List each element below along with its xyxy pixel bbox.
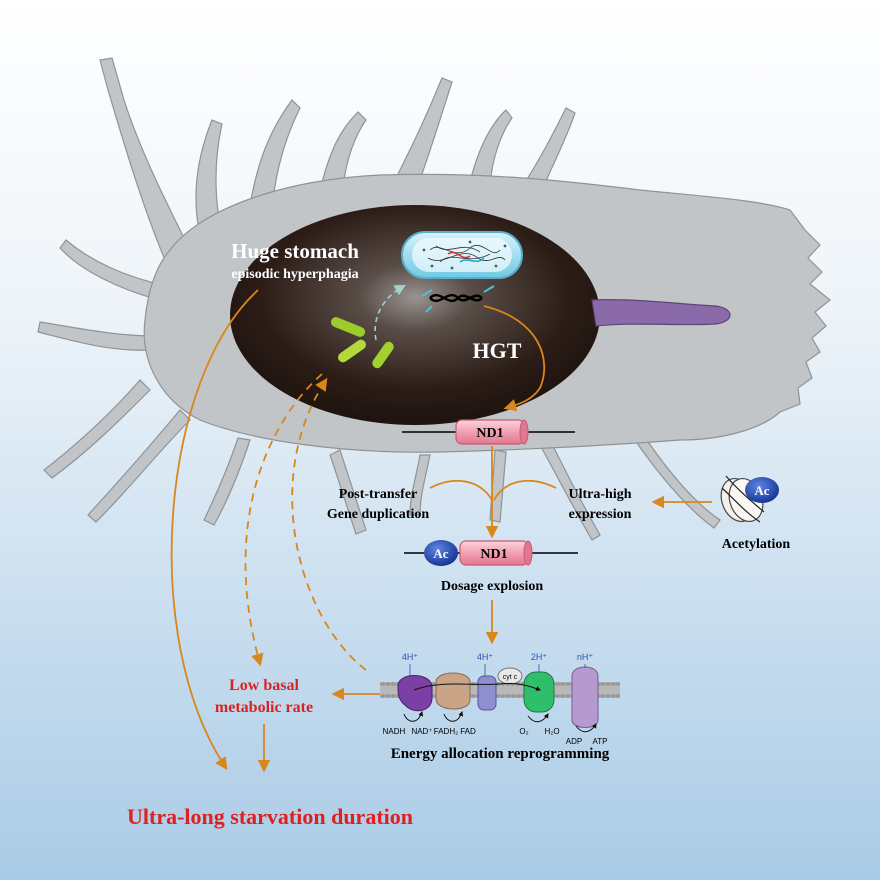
lipid-bead <box>566 694 570 698</box>
acetylation-label: Acetylation <box>722 537 791 552</box>
lipid-bead <box>616 694 620 698</box>
proton-label-4: nH⁺ <box>577 652 594 662</box>
complex-iv <box>523 671 555 713</box>
ultra-high-line1: Ultra-high <box>569 487 632 502</box>
nd1-gene-top: ND1 <box>455 419 529 445</box>
fadh2-arrow <box>443 711 464 722</box>
bacterium-icon <box>401 231 523 279</box>
hgt-label: HGT <box>473 338 522 363</box>
dosage-label: Dosage explosion <box>441 579 544 594</box>
nad-label: NAD⁺ <box>411 727 432 736</box>
proton-label-2: 4H⁺ <box>477 652 494 662</box>
lipid-bead <box>561 694 565 698</box>
lipid-bead <box>386 682 390 686</box>
complex-i <box>397 675 433 712</box>
adp-arrow <box>575 723 597 733</box>
gut-bacteria-icon <box>330 317 394 369</box>
proboscis <box>591 299 731 327</box>
lipid-bead <box>381 694 385 698</box>
lipid-bead <box>606 694 610 698</box>
lipid-bead <box>566 682 570 686</box>
complex-ii <box>435 672 471 710</box>
ultra-long-label: Ultra-long starvation duration <box>127 804 413 829</box>
lipid-bead <box>391 694 395 698</box>
lipid-bead <box>506 694 510 698</box>
stomach-title: Huge stomach <box>231 239 359 263</box>
proton-label-1: 4H⁺ <box>402 652 419 662</box>
nd1-gene-bottom: ND1 <box>459 540 533 566</box>
lipid-bead <box>611 694 615 698</box>
h2o-label: H₂O <box>544 727 559 736</box>
lipid-bead <box>391 682 395 686</box>
lipid-bead <box>516 694 520 698</box>
lipid-bead <box>381 682 385 686</box>
dna-fragment-icon <box>421 285 495 313</box>
atp-label: ATP <box>593 737 608 746</box>
bacteria-to-lbmr-arrow <box>244 373 323 667</box>
ultra-high-line2: expression <box>569 507 632 522</box>
nadh-arrow <box>403 711 424 722</box>
cytc-label: cyt c <box>503 674 518 681</box>
duplication-curve <box>429 479 493 501</box>
electron-path <box>413 683 541 691</box>
expression-curve <box>493 479 557 501</box>
low-basal-line1: Low basal <box>229 677 299 694</box>
low-basal-line2: metabolic rate <box>215 699 313 716</box>
lipid-bead <box>501 694 505 698</box>
fadh2-label: FADH₂ <box>434 727 458 736</box>
lipid-bead <box>601 682 605 686</box>
nd1-bottom-label: ND1 <box>480 547 507 562</box>
uptake-arrow <box>374 284 406 341</box>
nd1-top-label: ND1 <box>476 426 503 441</box>
post-transfer-line1: Post-transfer <box>339 487 418 502</box>
complex-iii <box>477 675 497 711</box>
nadh-label: NADH <box>383 727 406 736</box>
stomach-to-starvation-arrow <box>170 289 259 771</box>
fad-label: FAD <box>460 727 476 736</box>
energy-label: Energy allocation reprogramming <box>391 746 610 762</box>
adp-label: ADP <box>566 737 582 746</box>
lipid-bead <box>601 694 605 698</box>
lipid-bead <box>561 682 565 686</box>
hgt-arrow <box>483 305 546 412</box>
lipid-bead <box>611 682 615 686</box>
lipid-bead <box>556 682 560 686</box>
ac-badge-histone: Ac <box>745 477 779 503</box>
o2-label: O₂ <box>519 727 528 736</box>
atp-synthase <box>571 666 599 728</box>
lipid-bead <box>616 682 620 686</box>
lipid-bead <box>471 694 475 698</box>
ac-badge-gene: Ac <box>424 540 458 566</box>
ac-histone-label: Ac <box>754 483 769 498</box>
lipid-bead <box>386 694 390 698</box>
post-transfer-line2: Gene duplication <box>327 507 430 522</box>
stomach-subtitle: episodic hyperphagia <box>231 267 358 282</box>
etc-to-bacteria-arrow <box>291 377 367 671</box>
cytochrome-c: cyt c <box>497 667 523 685</box>
ac-gene-label: Ac <box>433 546 448 561</box>
lipid-bead <box>496 694 500 698</box>
lipid-bead <box>511 694 515 698</box>
lipid-bead <box>556 694 560 698</box>
proton-label-3: 2H⁺ <box>531 652 548 662</box>
o2-arrow <box>527 713 549 723</box>
lipid-bead <box>606 682 610 686</box>
